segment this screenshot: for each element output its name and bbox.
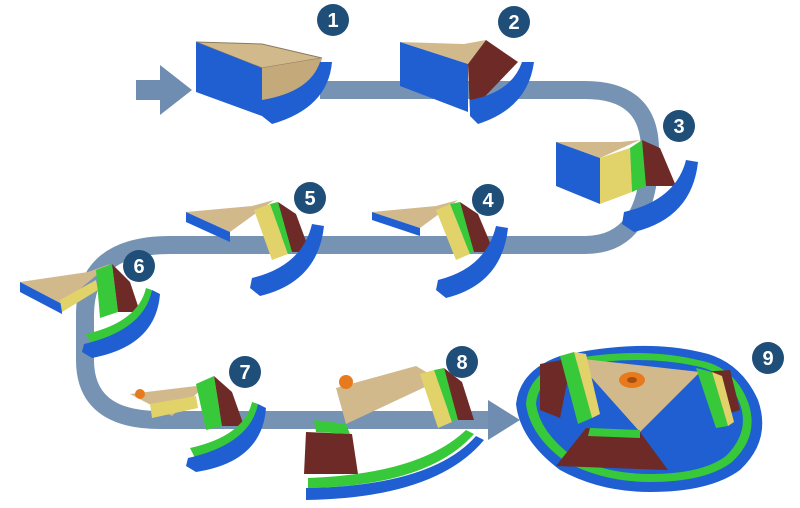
- stage-7-part: [130, 376, 266, 472]
- step-badge-3: 3: [663, 110, 695, 142]
- step-badge-1: 1: [317, 4, 349, 36]
- entry-arrow-icon: [136, 65, 192, 115]
- step-badge-5: 5: [294, 182, 326, 214]
- stage-5-part: [186, 200, 324, 296]
- step-number-9: 9: [762, 348, 773, 370]
- stage-8-part: [304, 366, 484, 500]
- step-number-3: 3: [673, 116, 684, 138]
- stage-4-part: [372, 200, 508, 298]
- step-number-1: 1: [327, 10, 338, 32]
- step-badge-8: 8: [446, 346, 478, 378]
- step-number-5: 5: [304, 188, 315, 210]
- step-badge-6: 6: [123, 250, 155, 282]
- step-number-4: 4: [482, 190, 494, 212]
- stage-6-part: [20, 264, 160, 358]
- step-badge-9: 9: [752, 342, 784, 374]
- step-number-2: 2: [508, 12, 519, 34]
- step-badge-7: 7: [229, 356, 261, 388]
- step-badge-2: 2: [498, 6, 530, 38]
- flow-path-segment-top: [76, 81, 659, 429]
- step-number-7: 7: [239, 362, 250, 384]
- step-number-8: 8: [456, 352, 467, 374]
- stage-2-part: [400, 40, 534, 124]
- stage-3-part: [556, 140, 698, 232]
- step-badge-4: 4: [472, 184, 504, 216]
- stage-1-part: [195, 41, 332, 124]
- step-number-6: 6: [133, 256, 144, 278]
- flow-path: [76, 81, 659, 429]
- stage-9-part: [516, 345, 763, 492]
- flow-arrow-head-icon: [488, 400, 520, 440]
